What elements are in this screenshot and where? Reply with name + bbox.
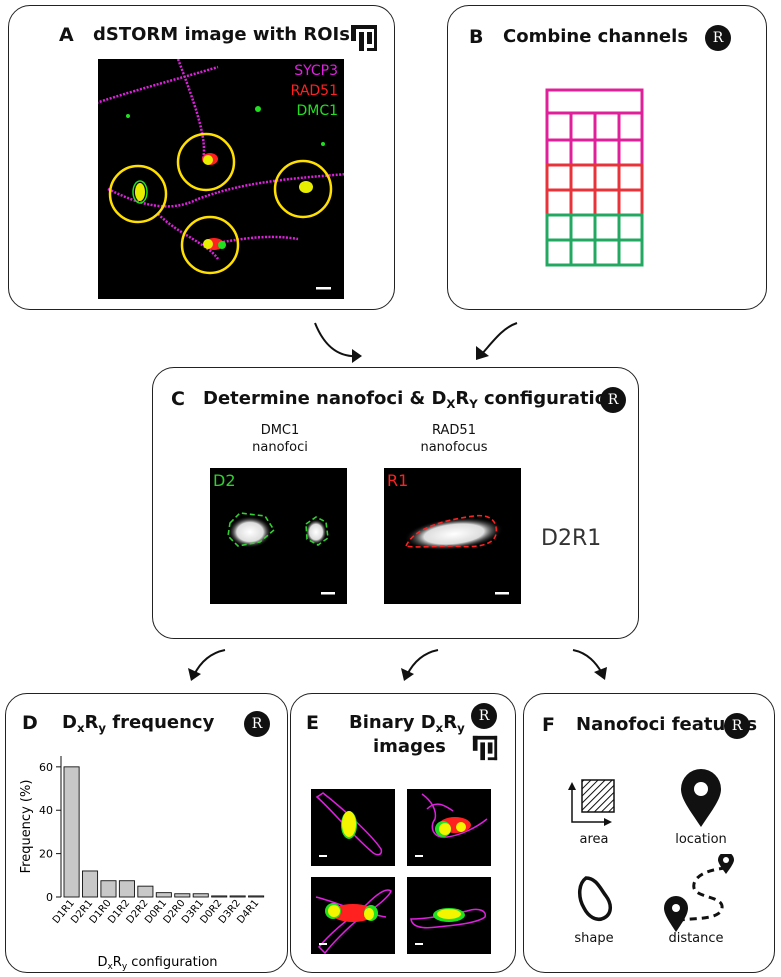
bar-d1r0 (100, 880, 117, 898)
panel-d-title: DxRy frequency (62, 712, 214, 735)
arrow-c-to-d (188, 649, 226, 681)
r-logo-icon: R (244, 711, 270, 737)
dmc1-nanofoci-image: D2 (210, 468, 347, 604)
dstorm-image: SYCP3 RAD51 DMC1 (98, 59, 344, 299)
x-axis-label: DxRy configuration (97, 955, 217, 972)
panel-d-title-suffix: frequency (106, 712, 215, 733)
distance-path-icon (664, 854, 734, 932)
area-icon (568, 779, 615, 826)
arrow-a-to-c (314, 322, 362, 363)
binary-image-4 (407, 877, 491, 954)
panel-f: F Nanofoci features R area location shap… (523, 693, 775, 973)
binary-image-1 (311, 789, 395, 866)
panel-b: B Combine channels R (447, 5, 767, 310)
y-tick-label: 20 (39, 848, 53, 861)
bar-d3r2 (229, 895, 246, 898)
r-tag: R1 (387, 471, 409, 490)
y-tick-label: 40 (39, 804, 53, 817)
panel-a: A dSTORM image with ROIs (8, 5, 395, 310)
feature-distance-label: distance (668, 931, 724, 946)
panel-d-title-x: x (76, 721, 85, 736)
y-tick-label: 0 (46, 891, 53, 904)
panel-d-title-r: R (84, 712, 99, 733)
bar-d1r2 (118, 880, 135, 898)
fiji-logo-icon (351, 25, 377, 51)
panel-b-title: Combine channels (503, 26, 689, 47)
panel-b-letter: B (469, 26, 484, 48)
frequency-bar-chart: 0204060D1R1D2R1D1R0D1R2D2R2D0R1D2R0D3R1D… (19, 756, 265, 972)
panel-d-title-prefix: D (62, 712, 77, 733)
y-axis-label: Frequency (%) (19, 780, 34, 874)
panel-c-title-y: Y (469, 397, 478, 412)
bar-d2r2 (137, 885, 154, 898)
rad51-label-2: nanofocus (420, 440, 488, 455)
shape-icon (578, 876, 612, 921)
location-pin-icon (681, 769, 721, 827)
config-label: D2R1 (541, 526, 602, 551)
r-logo-icon: R (600, 387, 626, 413)
panel-d-title-y: y (98, 721, 106, 736)
panel-e: E Binary DxRy images R (290, 693, 516, 973)
fiji-logo-icon (472, 735, 498, 761)
binary-image-2 (407, 789, 491, 866)
bar-d2r1 (82, 870, 99, 898)
arrow-c-to-e (401, 649, 439, 681)
panel-e-title-x: x (435, 721, 444, 736)
panel-a-title: dSTORM image with ROIs (93, 24, 350, 45)
arrow-b-to-c (476, 322, 518, 360)
bar-d3r1 (192, 893, 209, 898)
bar-d1r1 (63, 766, 80, 898)
legend-sycp3: SYCP3 (294, 63, 338, 79)
dmc1-label-2: nanofoci (252, 440, 308, 455)
arrow-c-to-f (572, 649, 607, 680)
panel-e-title-prefix: Binary D (349, 712, 436, 733)
panel-f-letter: F (542, 714, 555, 736)
feature-area-label: area (579, 832, 609, 847)
d-tag: D2 (213, 471, 236, 490)
panel-e-title-r: R (443, 712, 458, 733)
r-logo-icon: R (471, 703, 497, 729)
rad51-label-1: RAD51 (432, 423, 476, 438)
panel-a-letter: A (59, 24, 74, 46)
rad51-nanofocus-image: R1 (384, 468, 521, 604)
panel-c-title-suffix: configuration (477, 388, 620, 409)
panel-e-letter: E (306, 712, 319, 734)
panel-c-title-prefix: Determine nanofoci & D (203, 388, 447, 409)
legend-dmc1: DMC1 (296, 103, 338, 119)
panel-c-letter: C (171, 388, 185, 410)
panel-c-title-x: X (446, 397, 456, 412)
panel-f-title: Nanofoci features (576, 714, 758, 735)
panel-c: C Determine nanofoci & DXRY configuratio… (152, 367, 639, 639)
y-tick-label: 60 (39, 761, 53, 774)
bar-d4r1 (248, 895, 265, 898)
panel-c-title-r: R (455, 388, 470, 409)
dmc1-label-1: DMC1 (260, 423, 300, 438)
panel-e-title-line1: Binary DxRy (349, 712, 465, 735)
bar-d0r1 (155, 892, 172, 898)
binary-image-3 (311, 877, 395, 954)
feature-shape-label: shape (574, 931, 614, 946)
bar-d0r2 (211, 895, 228, 898)
bar-d2r0 (174, 893, 191, 898)
feature-location-label: location (675, 832, 727, 847)
panel-e-title-line2: images (373, 736, 446, 757)
channel-grid (545, 88, 644, 267)
r-logo-icon: R (724, 713, 750, 739)
panel-c-title: Determine nanofoci & DXRY configuration (203, 388, 620, 411)
legend-rad51: RAD51 (290, 83, 338, 99)
panel-d-letter: D (22, 712, 38, 734)
panel-e-title-y: y (457, 721, 465, 736)
r-logo-icon: R (705, 25, 731, 51)
